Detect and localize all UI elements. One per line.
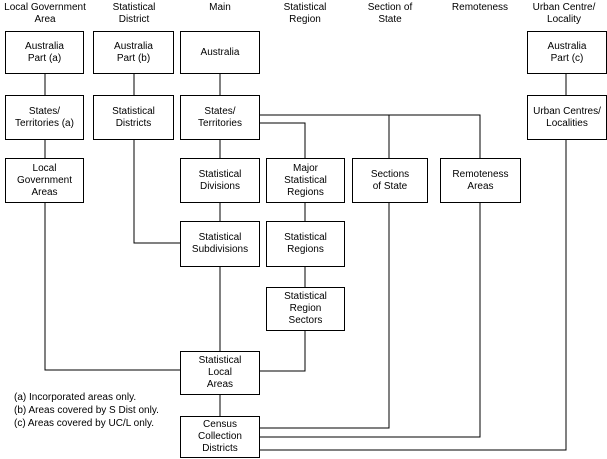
box-australia-part-c: Australia Part (c) — [527, 31, 607, 74]
box-statistical-districts: Statistical Districts — [93, 95, 174, 140]
box-australia-part-b: Australia Part (b) — [93, 31, 174, 74]
box-census-collection-districts: Census Collection Districts — [180, 416, 260, 458]
footnote-a: (a) Incorporated areas only. — [14, 392, 137, 403]
box-statistical-subdivisions: Statistical Subdivisions — [180, 221, 260, 267]
header-remoteness: Remoteness — [451, 2, 509, 13]
footnote-b: (b) Areas covered by S Dist only. — [14, 405, 159, 416]
box-statistical-region-sectors: Statistical Region Sectors — [266, 287, 345, 331]
box-major-statistical-regions: Major Statistical Regions — [266, 158, 345, 203]
box-australia: Australia — [180, 31, 260, 74]
box-urban-centres-localities: Urban Centres/ Localities — [527, 95, 607, 140]
footnote-c: (c) Areas covered by UC/L only. — [14, 418, 155, 429]
header-lga: Local Government Area — [4, 2, 86, 25]
box-statistical-divisions: Statistical Divisions — [180, 158, 260, 203]
box-statistical-regions: Statistical Regions — [266, 221, 345, 267]
box-local-government-areas: Local Government Areas — [5, 158, 84, 203]
box-statistical-local-areas: Statistical Local Areas — [180, 351, 260, 395]
header-stat-district: Statistical District — [112, 2, 156, 25]
header-stat-region: Statistical Region — [283, 2, 327, 25]
header-section-of-state: Section of State — [367, 2, 413, 25]
header-main: Main — [209, 2, 231, 13]
box-remoteness-areas: Remoteness Areas — [440, 158, 521, 203]
header-ucl: Urban Centre/ Locality — [532, 2, 596, 25]
box-states-territories-a: States/ Territories (a) — [5, 95, 84, 140]
box-australia-part-a: Australia Part (a) — [5, 31, 84, 74]
box-states-territories: States/ Territories — [180, 95, 260, 140]
box-sections-of-state: Sections of State — [352, 158, 428, 203]
